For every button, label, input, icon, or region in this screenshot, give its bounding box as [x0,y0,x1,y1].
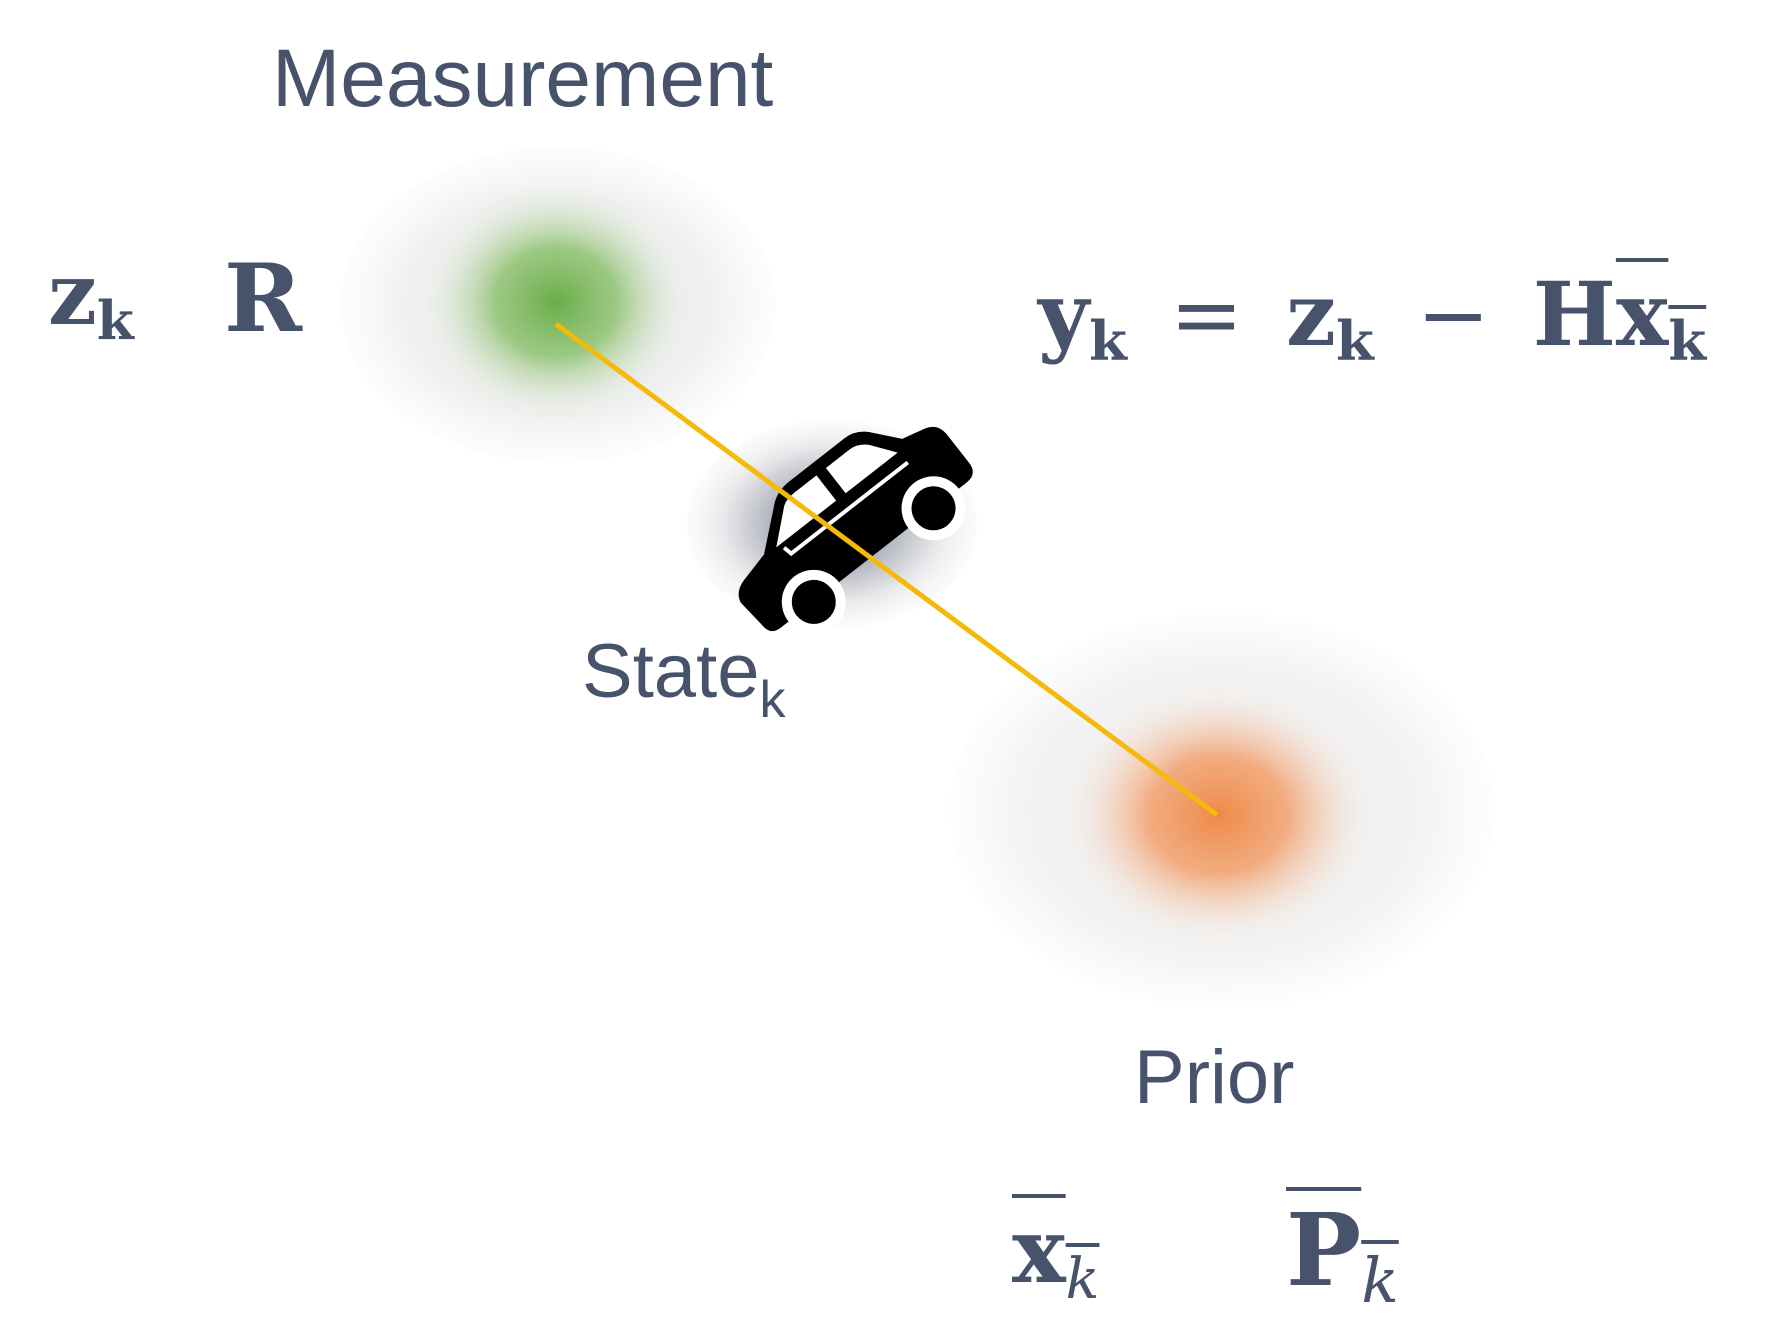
k-subscript: k [1668,309,1707,374]
z-symbol: z [1285,262,1336,366]
measurement-label: Measurement [272,33,774,124]
prior-covariance-symbol: Pk [1286,1200,1399,1312]
equals-sign: = [1169,263,1244,366]
k-subscript: k [1089,309,1127,374]
k-subscript: k [1335,309,1374,374]
prior-distribution [950,612,1494,1008]
state-subscript: k [759,671,786,729]
state-text: State [582,629,760,714]
measurement-covariance-symbol: R [224,244,303,354]
measurement-mean-symbol: zk [48,252,134,348]
h-symbol: H [1532,262,1616,366]
x-symbol: x [1615,262,1669,366]
x-symbol: x [1012,1198,1066,1304]
p-symbol: P [1286,1191,1362,1309]
y-symbol: y [1038,262,1090,366]
prior-mean-overline: xk [1012,1198,1099,1307]
measurement-distribution [340,147,776,463]
residual-line [554,321,1219,818]
k-subscript: k [1361,1244,1399,1318]
prior-label: Prior [1134,1035,1295,1120]
k-subscript: k [96,288,134,352]
residual-equation: yk = zk − Hxk [1038,270,1706,369]
car-icon [738,426,973,634]
prior-mean-symbol: xk [1012,1206,1099,1307]
state-label: Statek [582,634,785,727]
minus-sign: − [1416,263,1491,366]
prior-mean-overline: xk [1615,262,1706,369]
k-subscript: k [1065,1246,1100,1312]
z-symbol: z [48,244,97,345]
prior-covariance-overline: Pk [1286,1191,1399,1312]
